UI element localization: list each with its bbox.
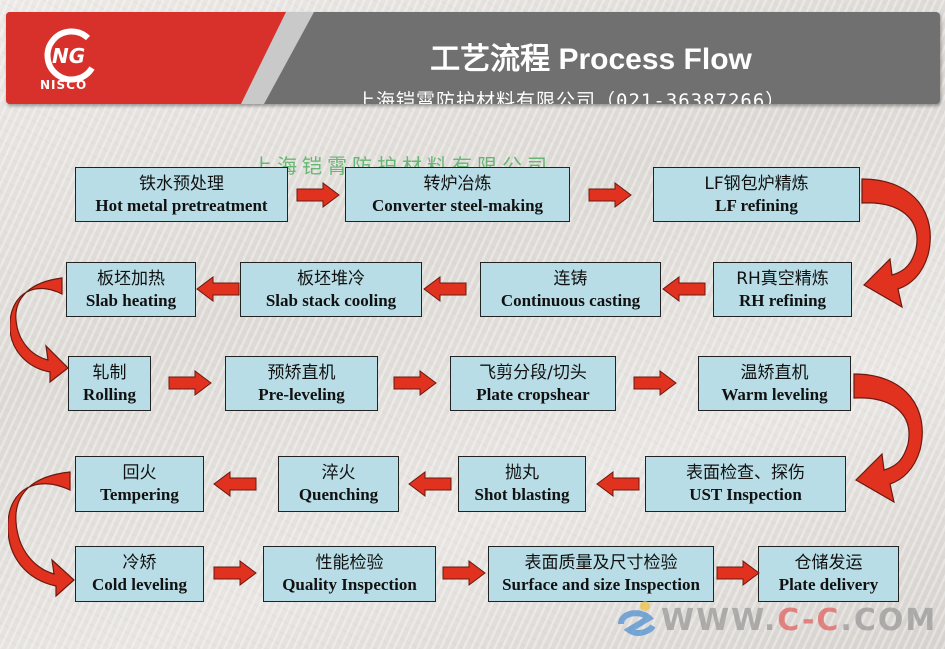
step-en: UST Inspection bbox=[689, 485, 802, 504]
curved-arrow-down-left-icon bbox=[853, 373, 923, 504]
step-box: 预矫直机 Pre-leveling bbox=[225, 356, 378, 411]
step-en: Hot metal pretreatment bbox=[95, 195, 268, 215]
step-en: Slab heating bbox=[85, 290, 177, 310]
arrow-right-icon bbox=[168, 370, 212, 396]
step-cn: 性能检验 bbox=[315, 553, 384, 573]
arrow-right-icon bbox=[393, 370, 437, 396]
arrow-left-icon bbox=[596, 471, 640, 497]
step-en: Shot blasting bbox=[474, 485, 570, 504]
step-box: RH真空精炼 RH refining bbox=[713, 262, 852, 317]
step-cn: 表面检查、探伤 bbox=[686, 463, 805, 483]
step-cn: 飞剪分段/切头 bbox=[479, 362, 587, 383]
arrow-left-icon bbox=[213, 471, 257, 497]
step-cn: 表面质量及尺寸检验 bbox=[524, 553, 678, 573]
step-en: Quality Inspection bbox=[282, 575, 417, 594]
step-box: 表面质量及尺寸检验 Surface and size Inspection bbox=[488, 546, 714, 602]
step-en: Warm leveling bbox=[721, 384, 828, 404]
step-en: Tempering bbox=[100, 485, 179, 504]
arrow-right-icon bbox=[213, 560, 257, 586]
header-red-panel bbox=[6, 12, 286, 104]
step-en: RH refining bbox=[738, 290, 827, 310]
nisco-logo-icon: NG bbox=[44, 28, 95, 83]
step-en: Rolling bbox=[83, 384, 136, 404]
step-box: 性能检验 Quality Inspection bbox=[263, 546, 436, 602]
step-box: 飞剪分段/切头 Plate cropshear bbox=[450, 356, 616, 411]
step-box: 淬火 Quenching bbox=[278, 456, 399, 512]
step-box: 连铸 Continuous casting bbox=[480, 262, 661, 317]
watermark-suffix: .COM bbox=[840, 602, 938, 638]
step-cn: 板坯堆冷 bbox=[297, 268, 365, 289]
arrow-right-icon bbox=[442, 560, 486, 586]
step-box: 温矫直机 Warm leveling bbox=[698, 356, 851, 411]
step-en: Plate delivery bbox=[778, 575, 879, 594]
arrow-right-icon bbox=[296, 182, 340, 208]
step-box: 回火 Tempering bbox=[75, 456, 204, 512]
logo-text: NISCO bbox=[40, 78, 88, 92]
page-subtitle: 上海铠霄防护材料有限公司（021-36387266） bbox=[356, 90, 786, 104]
arrow-right-icon bbox=[633, 370, 677, 396]
step-en: Plate cropshear bbox=[476, 384, 590, 404]
step-cn: LF钢包炉精炼 bbox=[704, 173, 809, 194]
step-cn: 冷矫 bbox=[122, 553, 157, 573]
step-en: Converter steel-making bbox=[371, 195, 544, 215]
curved-arrow-down-right-icon bbox=[10, 277, 69, 384]
step-box: 轧制 Rolling bbox=[68, 356, 151, 411]
page-title: 工艺流程 Process Flow bbox=[430, 43, 752, 76]
step-cn: 转炉冶炼 bbox=[423, 173, 492, 194]
arrow-right-icon bbox=[588, 182, 632, 208]
step-cn: 板坯加热 bbox=[97, 268, 165, 289]
step-box: 表面检查、探伤 UST Inspection bbox=[645, 456, 846, 512]
step-en: LF refining bbox=[715, 195, 798, 215]
step-en: Slab stack cooling bbox=[265, 290, 397, 310]
step-cn: 连铸 bbox=[553, 268, 588, 289]
step-en: Cold leveling bbox=[92, 575, 187, 594]
watermark-prefix: WWW. bbox=[661, 602, 778, 638]
curved-arrow-down-right-icon bbox=[8, 471, 75, 598]
step-en: Quenching bbox=[298, 485, 379, 504]
step-box: 冷矫 Cold leveling bbox=[75, 546, 204, 602]
step-en: Continuous casting bbox=[500, 290, 641, 310]
step-cn: 预矫直机 bbox=[267, 362, 336, 383]
arrow-left-icon bbox=[423, 276, 467, 302]
curved-arrow-down-left-icon bbox=[861, 178, 931, 309]
step-box: 抛丸 Shot blasting bbox=[458, 456, 586, 512]
arrow-left-icon bbox=[196, 276, 240, 302]
step-cn: RH真空精炼 bbox=[736, 268, 829, 289]
step-cn: 仓储发运 bbox=[794, 553, 863, 573]
arrow-left-icon bbox=[662, 276, 706, 302]
step-en: Pre-leveling bbox=[258, 384, 345, 404]
cc-logo-icon bbox=[618, 601, 656, 636]
step-cn: 温矫直机 bbox=[740, 362, 809, 383]
step-en: Surface and size Inspection bbox=[502, 575, 700, 594]
step-box: 转炉冶炼 Converter steel-making bbox=[345, 167, 570, 222]
step-cn: 抛丸 bbox=[505, 463, 539, 483]
arrow-right-icon bbox=[716, 560, 760, 586]
step-cn: 轧制 bbox=[92, 362, 127, 383]
step-box: 仓储发运 Plate delivery bbox=[758, 546, 899, 602]
step-box: LF钢包炉精炼 LF refining bbox=[653, 167, 860, 222]
site-watermark: WWW. C-C .COM bbox=[615, 600, 937, 640]
watermark-middle: C-C bbox=[777, 602, 841, 638]
step-cn: 淬火 bbox=[321, 463, 356, 483]
arrow-left-icon bbox=[408, 471, 452, 497]
svg-text:NG: NG bbox=[52, 44, 85, 68]
step-box: 板坯加热 Slab heating bbox=[66, 262, 196, 317]
step-box: 板坯堆冷 Slab stack cooling bbox=[240, 262, 422, 317]
header-banner: NG NISCO 工艺流程 Process Flow 上海铠霄防护材料有限公司（… bbox=[6, 12, 940, 104]
step-cn: 铁水预处理 bbox=[139, 173, 224, 194]
step-cn: 回火 bbox=[122, 463, 157, 483]
step-box: 铁水预处理 Hot metal pretreatment bbox=[75, 167, 288, 222]
